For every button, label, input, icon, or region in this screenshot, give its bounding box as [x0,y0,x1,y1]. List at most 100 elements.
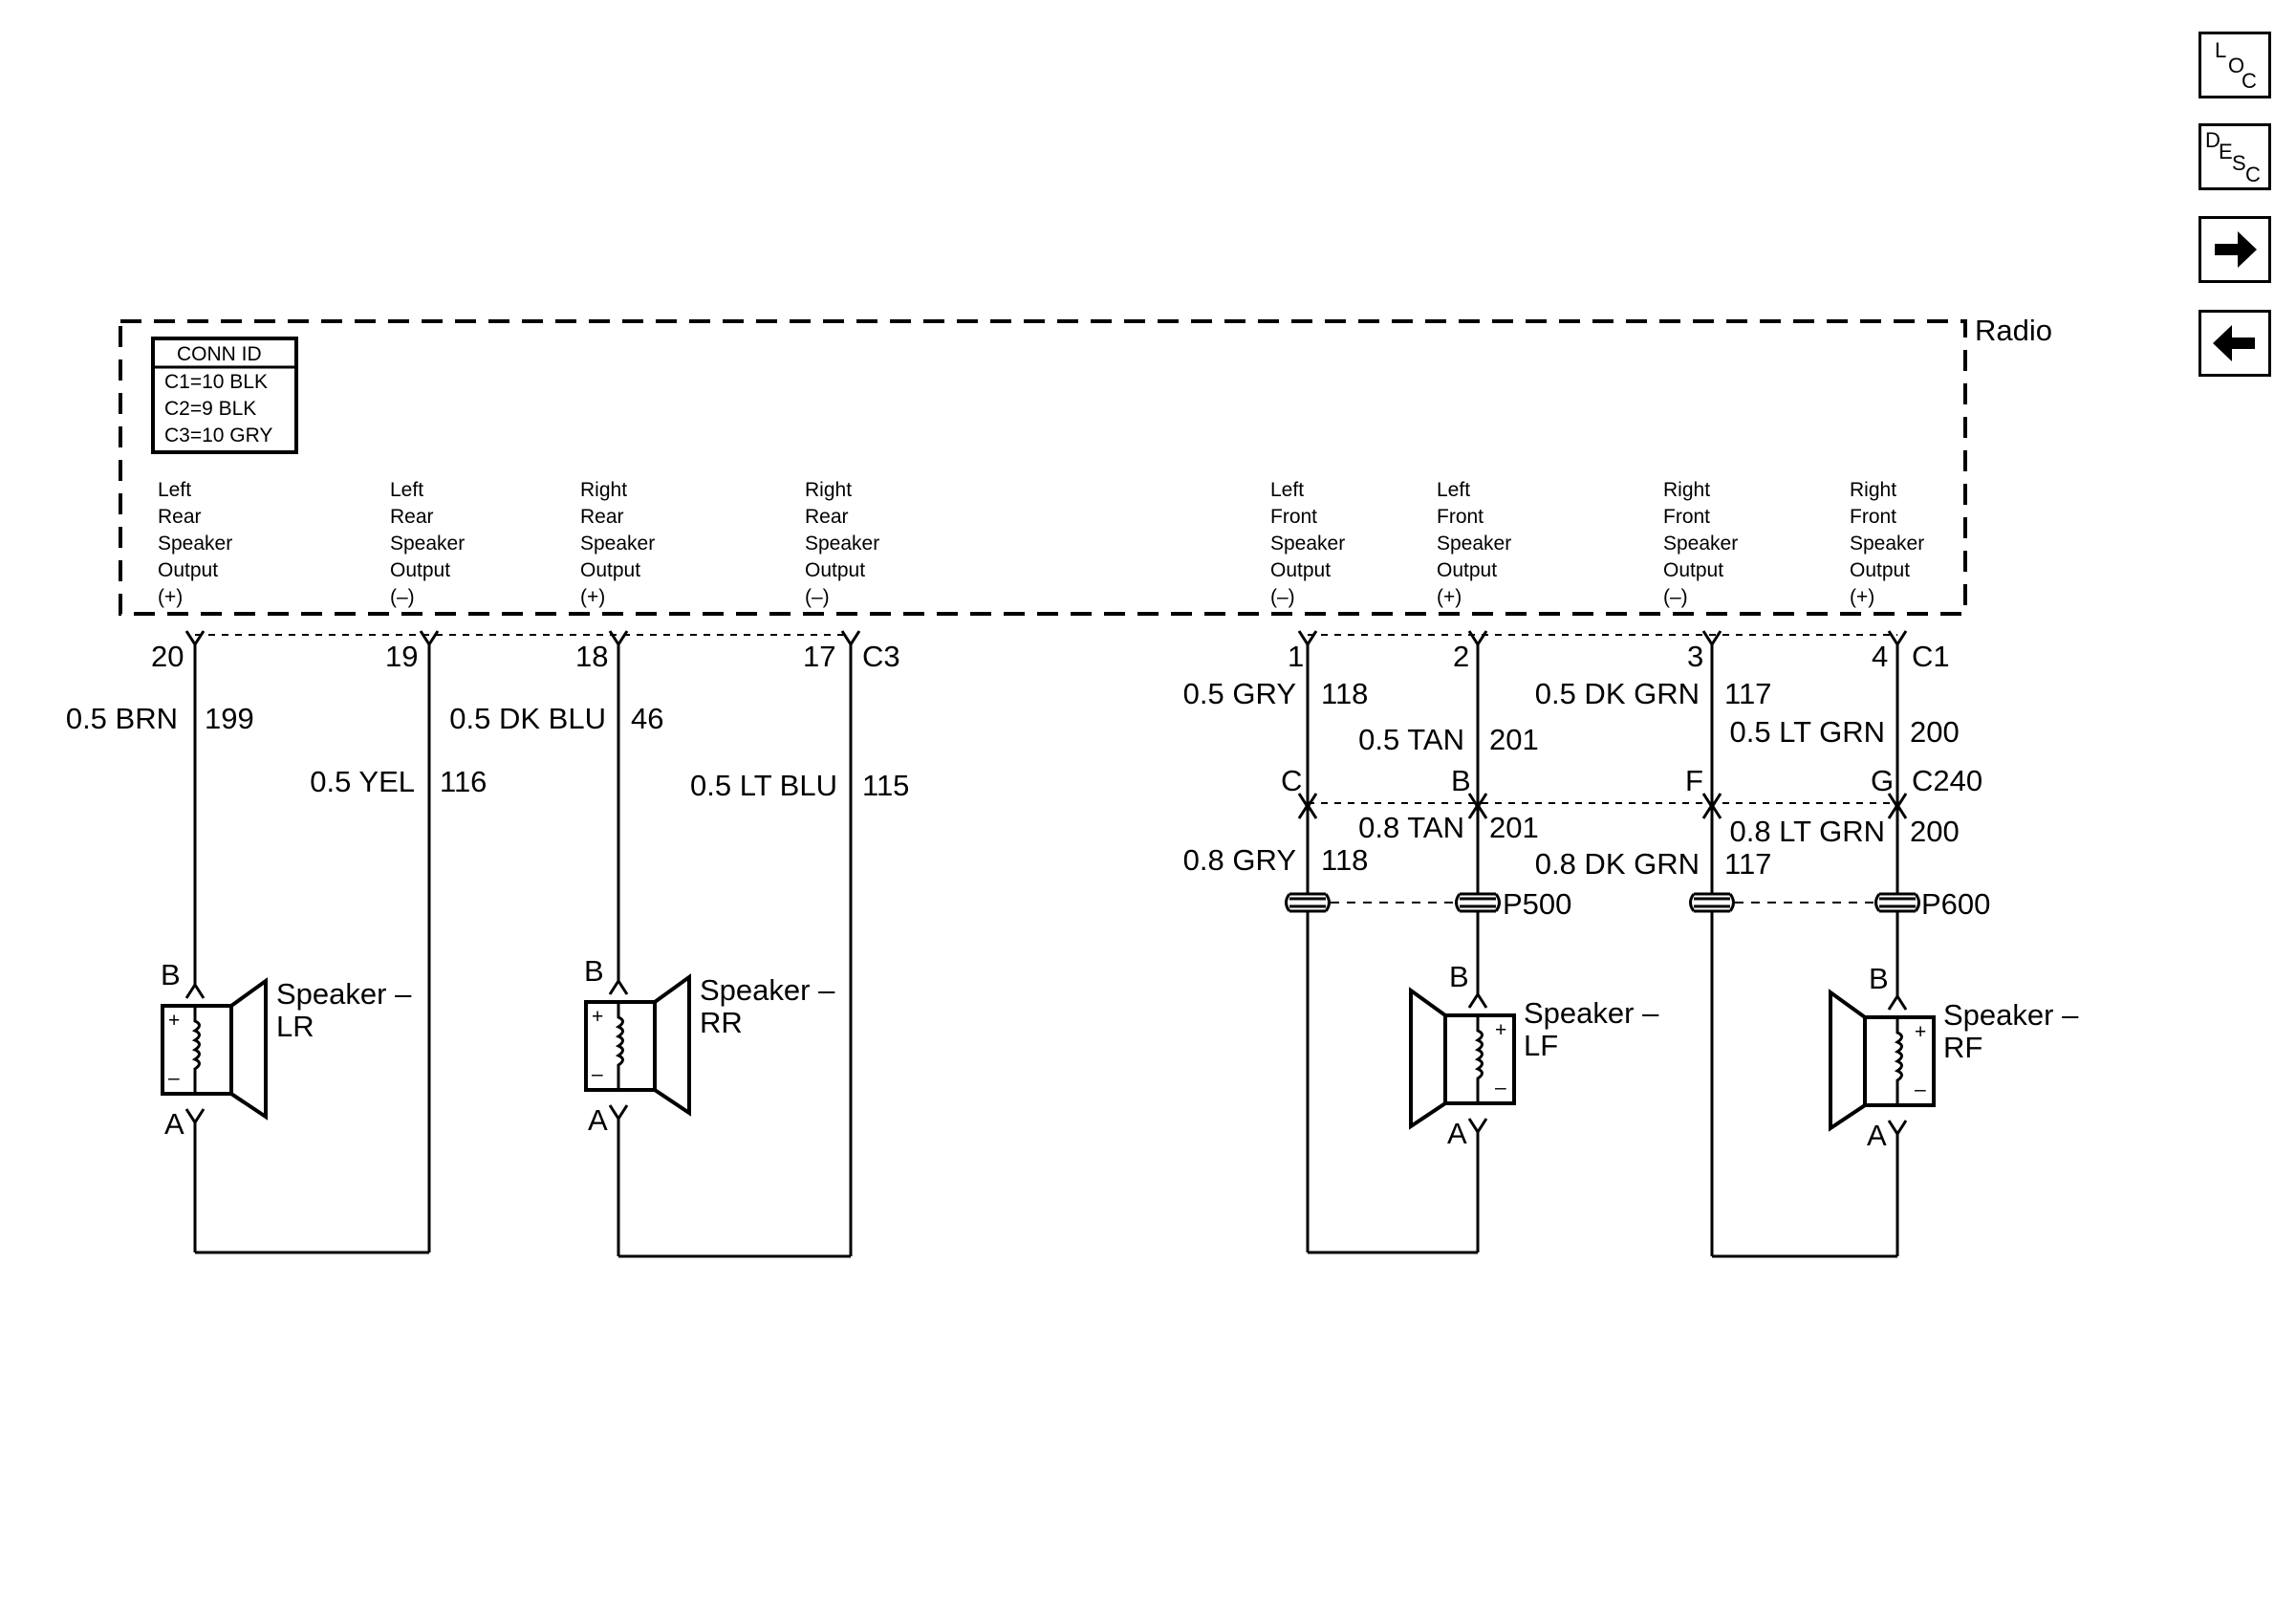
wire-circuit-116: 116 [440,765,487,798]
svg-text:(–): (–) [1270,586,1295,608]
speaker-pin-a: A [1867,1119,1887,1152]
loc-icon: L O C [2215,38,2257,93]
svg-text:(+): (+) [1850,586,1874,608]
wire-circuit-199: 199 [205,702,254,735]
c240-pin-f: F [1685,764,1703,797]
speaker-rr: + – B A Speaker – RR [584,954,835,1137]
svg-text:Front: Front [1437,506,1484,528]
pin-number-19: 19 [385,640,418,673]
arrow-right-icon [2215,231,2257,268]
polarity-plus: + [168,1010,180,1032]
svg-text:Right: Right [1663,479,1710,501]
conn-id-table: CONN ID C1=10 BLK C2=9 BLK C3=10 GRY [151,337,298,454]
speaker-lf-label: LF [1524,1029,1558,1062]
pin-desc-2: Left Front Speaker Output (+) [1437,479,1511,608]
svg-text:(+): (+) [580,586,605,608]
connector-p600-label: P600 [1921,887,1990,921]
speaker-pin-b: B [1449,960,1469,993]
svg-text:Right: Right [580,479,627,501]
svg-text:Output: Output [805,559,865,581]
loc-button[interactable]: L O C [2199,32,2271,98]
speaker-rf-label: RF [1943,1031,1982,1064]
svg-text:Output: Output [1663,559,1723,581]
svg-text:Speaker: Speaker [1850,533,1924,555]
svg-text:Speaker: Speaker [158,533,232,555]
wire-color-115: 0.5 LT BLU [690,769,837,802]
radio-module-label: Radio [1975,314,2052,347]
svg-text:Rear: Rear [805,506,849,528]
connector-c3: 20 19 18 17 C3 [151,629,900,673]
wire-color-200: 0.5 LT GRN [1729,715,1885,749]
front-wire-labels-lower: 0.8 TAN 201 0.8 GRY 118 0.8 DK GRN 117 0… [1183,811,1960,881]
polarity-minus: – [592,1063,603,1085]
pin-number-4: 4 [1872,640,1888,673]
svg-text:Left: Left [1437,479,1470,501]
conn-id-header: CONN ID [177,343,262,365]
pin-number-3: 3 [1687,640,1703,673]
wire-circuit-46: 46 [631,702,663,735]
svg-text:Left: Left [1270,479,1304,501]
pin-number-20: 20 [151,640,184,673]
svg-text:(–): (–) [1663,586,1688,608]
speaker-pin-a: A [164,1107,184,1141]
back-button[interactable] [2199,310,2271,377]
speaker-lf: + – B A Speaker – LF [1409,960,1659,1150]
pin-number-17: 17 [803,640,835,673]
connector-c240: C B F G C240 [1281,764,1982,820]
svg-text:Output: Output [580,559,640,581]
loc-letter: C [2242,69,2257,93]
speaker-pin-b: B [161,958,181,991]
connector-p600: P600 [1689,887,1990,921]
speaker-lr-label: Speaker – [276,977,412,1011]
svg-text:Front: Front [1850,506,1896,528]
svg-text:(–): (–) [390,586,415,608]
wire-circuit-118: 118 [1321,843,1368,877]
svg-text:Output: Output [158,559,218,581]
polarity-minus: – [1495,1077,1506,1099]
pin-desc-18: Right Rear Speaker Output (+) [580,479,655,608]
svg-text:Left: Left [390,479,423,501]
speaker-lr-label: LR [276,1010,314,1043]
svg-text:Front: Front [1663,506,1710,528]
wire-color-117: 0.5 DK GRN [1535,677,1700,710]
svg-text:Right: Right [805,479,852,501]
speaker-lf-label: Speaker – [1524,996,1659,1030]
c240-pin-c: C [1281,764,1302,797]
conn-id-line: C2=9 BLK [164,398,256,420]
polarity-minus: – [1915,1078,1926,1100]
pin-desc-17: Right Rear Speaker Output (–) [805,479,879,608]
svg-text:Rear: Rear [390,506,434,528]
connector-p500: P500 [1285,887,1571,921]
svg-text:Output: Output [1437,559,1497,581]
wire-circuit-201: 201 [1489,723,1539,756]
desc-letter: C [2245,163,2261,186]
wire-color-117: 0.8 DK GRN [1535,847,1700,881]
wire-circuit-200: 200 [1910,715,1960,749]
svg-text:(+): (+) [1437,586,1462,608]
wire-color-201: 0.8 TAN [1358,811,1464,844]
wire-circuit-117: 117 [1724,677,1771,710]
rear-wire-labels: 0.5 BRN 199 0.5 YEL 116 0.5 DK BLU 46 0.… [66,702,910,802]
polarity-plus: + [1915,1021,1926,1043]
svg-text:Output: Output [1270,559,1331,581]
forward-button[interactable] [2199,216,2271,283]
desc-button[interactable]: D E S C [2199,123,2271,190]
loc-letter: L [2215,38,2226,62]
speaker-pin-a: A [588,1103,608,1137]
speaker-pin-b: B [1869,962,1889,995]
connector-c1-label: C1 [1912,640,1950,673]
desc-letter: D [2205,128,2220,152]
svg-text:Left: Left [158,479,191,501]
svg-text:Speaker: Speaker [390,533,465,555]
pin-desc-19: Left Rear Speaker Output (–) [390,479,465,608]
connector-c1: 1 2 3 4 C1 [1288,629,1950,673]
conn-id-line: C1=10 BLK [164,371,268,393]
pin-desc-3: Right Front Speaker Output (–) [1663,479,1738,608]
speaker-rr-label: RR [700,1006,743,1039]
svg-text:(+): (+) [158,586,183,608]
svg-text:Speaker: Speaker [1437,533,1511,555]
pin-descriptions: Left Rear Speaker Output (+) Left Rear S… [158,479,1924,608]
wire-color-201: 0.5 TAN [1358,723,1464,756]
wire-color-118: 0.5 GRY [1183,677,1296,710]
wire-circuit-200: 200 [1910,815,1960,848]
